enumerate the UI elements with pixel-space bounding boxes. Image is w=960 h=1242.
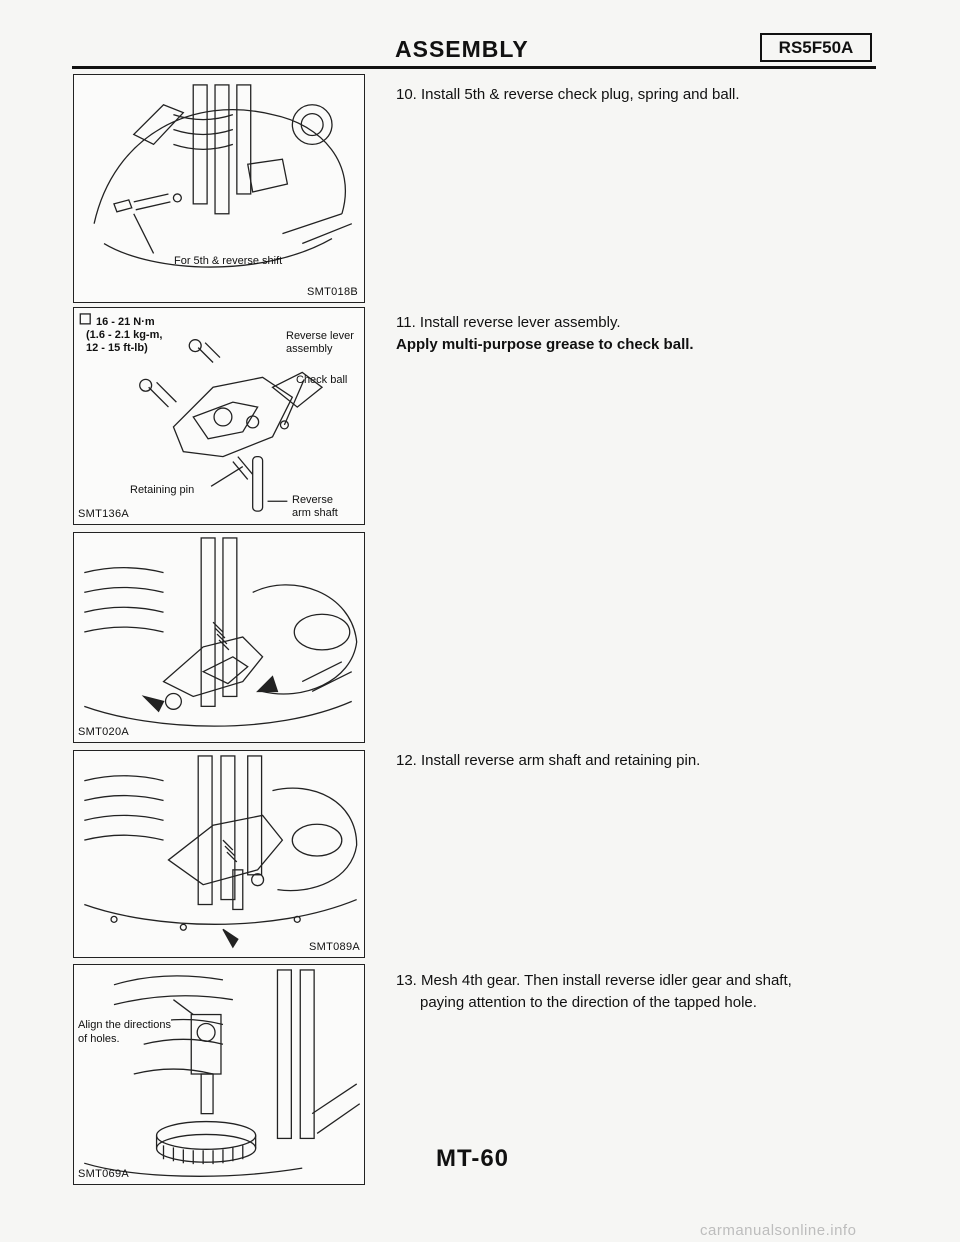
- figure-code: SMT136A: [78, 508, 130, 520]
- figure-code: SMT089A: [308, 941, 360, 953]
- transmission-illustration-3: [84, 537, 358, 727]
- reverse-lever-illustration: [79, 313, 324, 512]
- page-number: MT-60: [436, 1145, 510, 1172]
- torque-spec-line3: 12 - 15 ft-lb): [86, 342, 148, 354]
- torque-spec-line1: 16 - 21 N·m: [96, 316, 155, 328]
- label-5th-reverse-shift: For 5th & reverse shift: [174, 255, 283, 267]
- step-10: 10. Install 5th & reverse check plug, sp…: [396, 86, 740, 103]
- reverse-idler-gear-illustration: [84, 969, 361, 1177]
- model-badge: RS5F50A: [760, 33, 872, 62]
- label-reverse-arm-2: arm shaft: [292, 507, 338, 519]
- label-align-1: Align the directions: [78, 1019, 171, 1031]
- label-check-ball: Check ball: [296, 374, 348, 386]
- step-11-line1: 11. Install reverse lever assembly.: [396, 314, 621, 331]
- page-title: ASSEMBLY: [395, 36, 529, 62]
- transmission-illustration-1: [93, 84, 353, 268]
- figure-smt020a: SMT020A: [73, 532, 365, 743]
- step-13-line2: paying attention to the direction of the…: [420, 994, 757, 1011]
- label-reverse-lever-1: Reverse lever: [286, 330, 354, 342]
- torque-spec-line2: (1.6 - 2.1 kg-m,: [86, 329, 163, 341]
- header-rule: [72, 66, 876, 69]
- figure-smt089a: SMT089A: [73, 750, 365, 958]
- figure-smt018b: For 5th & reverse shift SMT018B: [73, 74, 365, 303]
- step-11-line2: Apply multi-purpose grease to check ball…: [396, 336, 694, 353]
- label-align-2: of holes.: [78, 1033, 120, 1045]
- watermark: carmanualsonline.info: [700, 1222, 857, 1239]
- figure-smt069a: Align the directions of holes. SMT069A: [73, 964, 365, 1185]
- label-reverse-arm-1: Reverse: [292, 494, 333, 506]
- label-reverse-lever-2: assembly: [286, 343, 333, 355]
- figure-code: SMT020A: [78, 726, 130, 738]
- figure-smt136a: 16 - 21 N·m (1.6 - 2.1 kg-m, 12 - 15 ft-…: [73, 307, 365, 525]
- figure-code: SMT018B: [306, 286, 358, 298]
- step-13-line1: 13. Mesh 4th gear. Then install reverse …: [396, 972, 792, 989]
- label-retaining-pin: Retaining pin: [130, 484, 195, 496]
- figure-code: SMT069A: [78, 1168, 130, 1180]
- step-12: 12. Install reverse arm shaft and retain…: [396, 752, 701, 769]
- transmission-illustration-4: [84, 755, 358, 949]
